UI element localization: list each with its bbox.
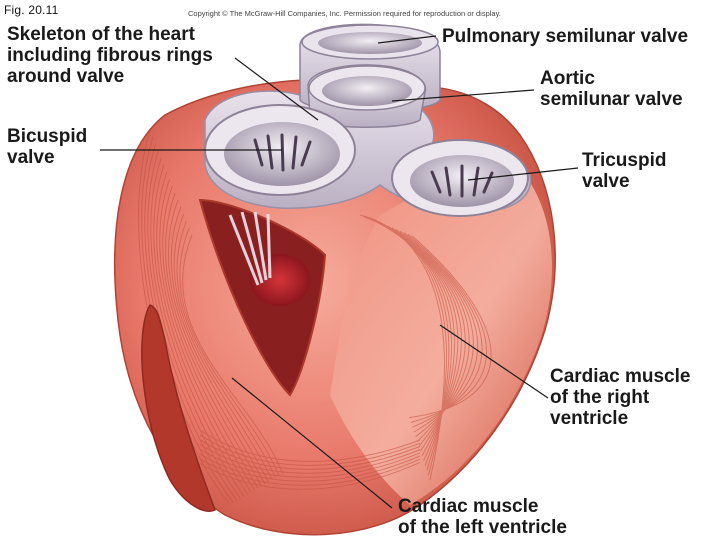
muscle-fiber (159, 178, 255, 491)
muscle-fiber (199, 439, 421, 470)
muscle-fiber (170, 206, 269, 483)
copyright-notice: Copyright © The McGraw-Hill Companies, I… (188, 9, 501, 18)
muscle-fiber (182, 234, 283, 474)
muscle-fiber (199, 453, 421, 482)
label-tricuspid-valve: Tricuspid valve (582, 150, 667, 192)
label-aortic-valve: Aortic semilunar valve (540, 68, 683, 110)
muscle-fiber (199, 443, 421, 474)
muscle-fiber (165, 192, 262, 487)
muscle-fiber (176, 220, 276, 478)
label-right-ventricle: Cardiac muscle of the right ventricle (550, 366, 691, 429)
muscle-fiber (199, 458, 421, 486)
muscle-fiber (199, 448, 421, 478)
muscle-fiber (162, 185, 259, 489)
muscle-fiber (179, 227, 280, 476)
label-pulmonary-valve: Pulmonary semilunar valve (442, 26, 689, 47)
muscle-fiber (173, 213, 273, 481)
muscle-fibers (138, 129, 492, 506)
figure-number: Fig. 20.11 (4, 3, 59, 17)
label-left-ventricle: Cardiac muscle of the left ventricle (398, 496, 567, 538)
ventricle-cavity (250, 254, 310, 306)
muscle-fiber (199, 429, 421, 462)
muscle-fiber (168, 199, 266, 485)
muscle-fiber (409, 235, 492, 419)
leader-skeleton (234, 57, 319, 121)
tricuspid-valve (391, 139, 529, 217)
muscle-fiber (199, 461, 421, 490)
chordae-tendineae (228, 211, 272, 286)
muscle-fiber (150, 157, 245, 497)
aortic-valve (307, 64, 427, 129)
leader-left-ventricle (231, 377, 393, 509)
muscle-fiber (199, 434, 421, 466)
leader-right-ventricle (439, 324, 549, 399)
leader-tricuspid (467, 167, 579, 181)
leader-aortic (391, 89, 535, 102)
leader-lines (100, 35, 579, 509)
right-ventricle-muscle (330, 174, 552, 505)
label-bicuspid-valve: Bicuspid valve (7, 126, 88, 168)
label-skeleton: Skeleton of the heart including fibrous … (7, 24, 213, 87)
left-fold (141, 304, 216, 512)
leader-pulmonary (377, 35, 437, 44)
muscle-fiber (153, 164, 248, 495)
